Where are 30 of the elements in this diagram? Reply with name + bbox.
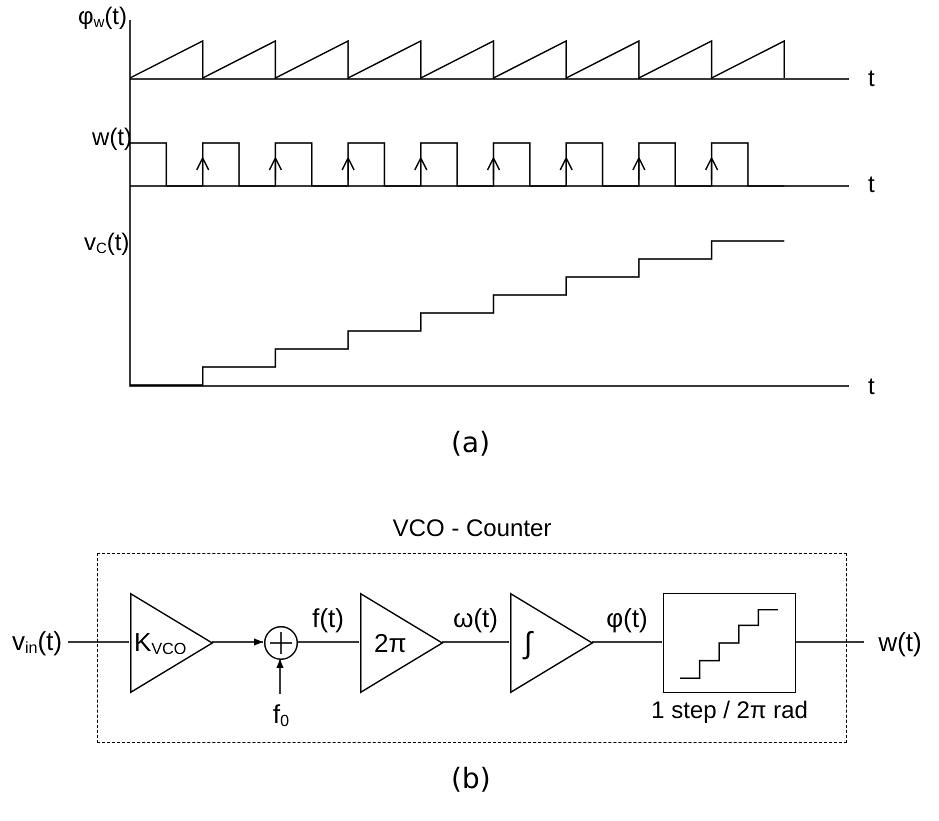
summing-junction (264, 626, 298, 660)
arrow (212, 638, 263, 646)
signal-label: f$_{0}$ (272, 700, 290, 730)
signal-line (68, 641, 129, 643)
axis-label: φ$_{w}$(t) (78, 4, 127, 32)
signal-line (297, 641, 359, 643)
panel-caption: (b) (451, 764, 491, 795)
axis-label: v$_{C}$(t) (84, 230, 130, 258)
arrow (276, 659, 284, 694)
amplifier-triangle (360, 593, 443, 693)
panel-caption: (a) (451, 428, 490, 459)
block-caption: 1 step / 2π rad (651, 698, 808, 724)
axis-label: t (868, 374, 875, 400)
signal-label: v$_{in}$(t) (12, 626, 62, 658)
signal-line (795, 641, 864, 643)
signal-line (442, 641, 509, 643)
signal-line (592, 641, 662, 643)
amplifier-triangle (510, 593, 593, 693)
block-label: 2π (373, 628, 406, 658)
axis-label: w(t) (92, 125, 132, 152)
axis-label: t (868, 66, 875, 92)
edge-label: f(t) (312, 604, 344, 633)
edge-label: φ(t) (606, 604, 648, 633)
amplifier-triangle (130, 593, 213, 693)
group-title: VCO - Counter (392, 516, 552, 542)
axis-label: t (868, 172, 875, 198)
block-label: ∫ (522, 626, 532, 660)
edge-label: ω(t) (453, 604, 498, 633)
signal-label: w(t) (878, 628, 922, 656)
block-label: K$_{VCO}$ (133, 628, 186, 658)
